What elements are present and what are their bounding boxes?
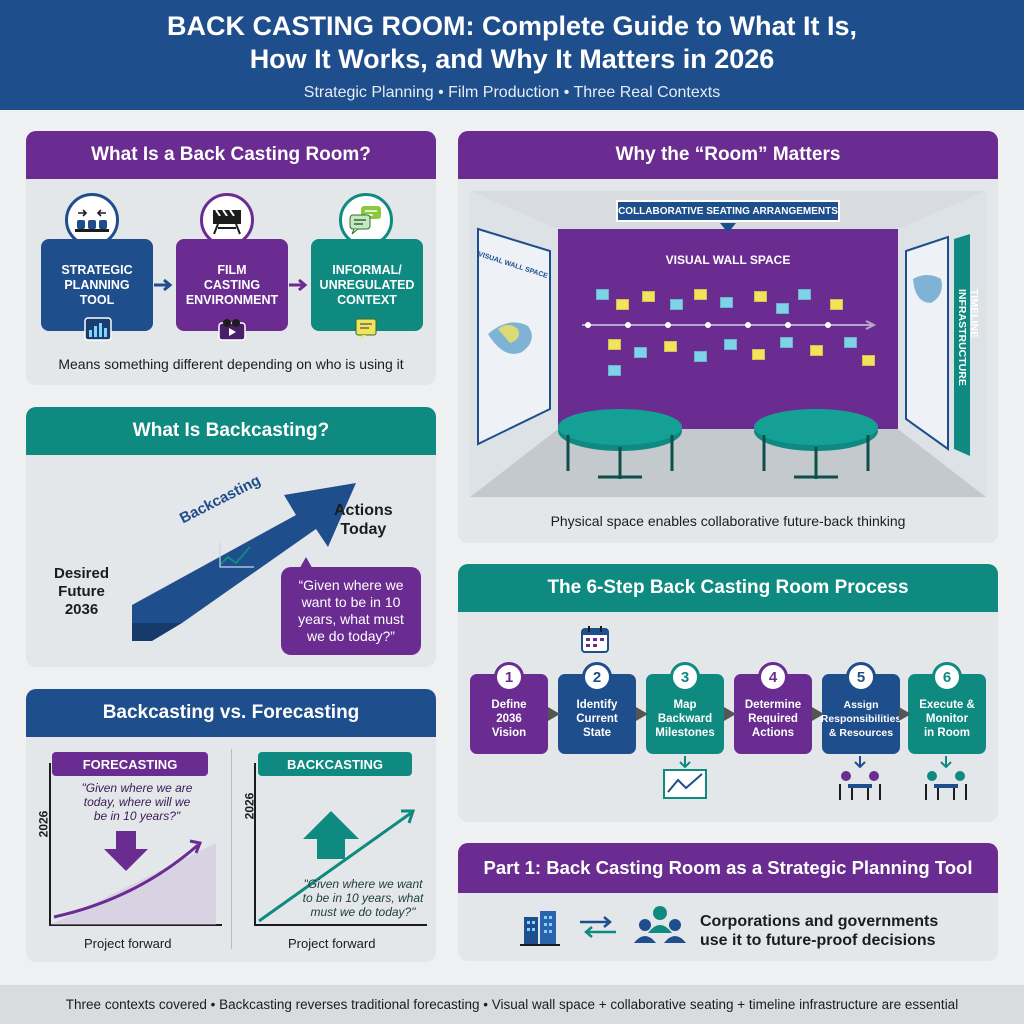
team-table-icon (832, 756, 888, 807)
title-line-2: How It Works, and Why It Matters in 2026 (249, 44, 775, 74)
why-room-matters-panel: Why the “Room” Matters (458, 131, 998, 543)
forecasting-label: FORECASTING (52, 752, 208, 776)
seating-label: COLLABORATIVE SEATING ARRANGEMENTS (616, 200, 840, 222)
page-header: BACK CASTING ROOM: Complete Guide to Wha… (0, 0, 1024, 110)
step-5-number: 5 (846, 662, 876, 692)
sticky-note (720, 297, 733, 308)
what-is-room-title: What Is a Back Casting Room? (26, 131, 436, 179)
sticky-note (780, 337, 793, 348)
sticky-note (724, 339, 737, 350)
page-footer: Three contexts covered • Backcasting rev… (0, 985, 1024, 1024)
sticky-note (752, 349, 765, 360)
team-table-icon (918, 756, 974, 807)
label-pointer (720, 223, 736, 233)
forecasting-chart (49, 763, 222, 926)
vs-title: Backcasting vs. Forecasting (26, 689, 436, 737)
step-arrow-icon (812, 707, 824, 721)
backcasting-vs-forecasting-panel: Backcasting vs. Forecasting FORECASTING … (26, 689, 436, 962)
arrow-right-icon (289, 277, 311, 298)
sticky-note (664, 341, 677, 352)
milestone-chart-icon (662, 756, 708, 805)
sticky-note (694, 289, 707, 300)
sticky-note (754, 291, 767, 302)
what-is-backcasting-panel: What Is Backcasting? Backcasting Desired… (26, 407, 436, 667)
step-4-number: 4 (758, 662, 788, 692)
what-is-room-caption: Means something different depending on w… (58, 356, 404, 372)
calendar-icon (580, 624, 610, 659)
backcasting-arrow-graphic (132, 483, 356, 641)
group-people-icon (634, 903, 686, 954)
backcasting-label: BACKCASTING (258, 752, 412, 776)
sticky-note (608, 365, 621, 376)
sticky-note (670, 299, 683, 310)
forecasting-xlabel: Project forward (84, 936, 172, 951)
backcasting-xlabel: Project forward (288, 936, 376, 951)
step-arrow-icon (636, 707, 648, 721)
step-1-number: 1 (494, 662, 524, 692)
divider (231, 749, 232, 949)
why-room-matters-title: Why the “Room” Matters (458, 131, 998, 179)
sticky-note (596, 289, 609, 300)
sticky-note (776, 303, 789, 314)
sticky-note (642, 291, 655, 302)
team-meeting-icon (65, 193, 119, 247)
what-is-backcasting-title: What Is Backcasting? (26, 407, 436, 455)
sticky-note (810, 345, 823, 356)
room-caption: Physical space enables collaborative fut… (550, 513, 906, 529)
film-camera-icon (218, 317, 246, 346)
arrow-right-icon (154, 277, 176, 298)
backcasting-chart (254, 763, 427, 926)
building-icon (520, 907, 560, 952)
sticky-note (608, 339, 621, 350)
sticky-note-icon (352, 317, 380, 346)
sticky-note (844, 337, 857, 348)
page-subtitle: Strategic Planning • Film Production • T… (303, 84, 721, 101)
page-title: BACK CASTING ROOM: Complete Guide to Wha… (0, 0, 1024, 76)
sticky-note (616, 299, 629, 310)
sticky-note (830, 299, 843, 310)
bubble-tail (298, 557, 314, 571)
process-panel: The 6-Step Back Casting Room Process Def… (458, 564, 998, 822)
sticky-note (694, 351, 707, 362)
part1-title: Part 1: Back Casting Room as a Strategic… (458, 843, 998, 893)
part1-panel: Part 1: Back Casting Room as a Strategic… (458, 843, 998, 961)
step-3-number: 3 (670, 662, 700, 692)
visual-wall-label: VISUAL WALL SPACE (665, 253, 791, 267)
sticky-note (634, 347, 647, 358)
title-line-1: BACK CASTING ROOM: Complete Guide to Wha… (167, 11, 857, 41)
sticky-note (798, 289, 811, 300)
timeline-infrastructure-label: TIMELINE INFRASTRUCTURE (956, 289, 980, 386)
exchange-arrows-icon (576, 915, 620, 944)
step-arrow-icon (724, 707, 736, 721)
chat-bubbles-icon (339, 193, 393, 247)
step-6-number: 6 (932, 662, 962, 692)
dashboard-icon (84, 317, 112, 346)
process-title: The 6-Step Back Casting Room Process (458, 564, 998, 612)
step-arrow-icon (899, 707, 911, 721)
step-arrow-icon (548, 707, 560, 721)
sticky-note (862, 355, 875, 366)
step-2-number: 2 (582, 662, 612, 692)
